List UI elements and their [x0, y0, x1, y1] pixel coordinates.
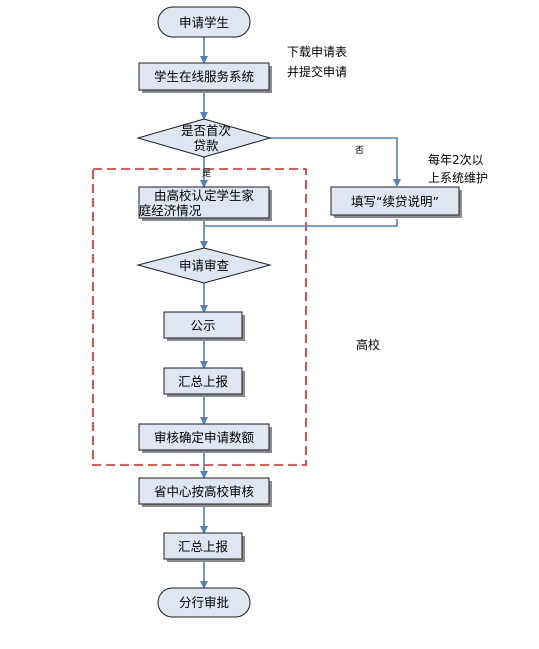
province-center-node: 省中心按高校审核 [138, 477, 272, 507]
confirm-amount-node: 审核确定申请数额 [138, 423, 272, 453]
review-label: 申请审查 [179, 258, 230, 273]
download-note-1: 下载申请表 [287, 45, 347, 59]
no-label: 否 [355, 145, 364, 156]
summary-label-2: 汇总上报 [178, 539, 229, 554]
continue-form-node: 填写“续贷说明” [330, 186, 462, 218]
arrow-no-continue [270, 137, 401, 187]
start-node: 申请学生 [157, 6, 251, 38]
publicity-node: 公示 [163, 311, 245, 341]
end-label: 分行审批 [179, 595, 229, 610]
university-region [92, 168, 307, 466]
first-loan-decision: 是否首次 贷款 [136, 118, 272, 158]
first-loan-label-2: 贷款 [193, 138, 219, 153]
university-note: 高校 [356, 337, 380, 352]
confirm-amount-label: 审核确定申请数额 [154, 430, 255, 445]
continue-form-label: 填写“续贷说明” [351, 194, 439, 209]
publicity-label: 公示 [190, 318, 215, 333]
family-label-1: 由高校认定学生家 [154, 188, 255, 203]
connectors [200, 37, 401, 589]
summary-node-1: 汇总上报 [163, 367, 245, 397]
summary-label-1: 汇总上报 [178, 374, 229, 389]
start-label: 申请学生 [179, 15, 229, 30]
review-decision: 申请审查 [136, 247, 272, 284]
province-center-label: 省中心按高校审核 [154, 484, 255, 499]
family-assessment-node: 由高校认定学生家 庭经济情况 [138, 186, 272, 221]
summary-node-2: 汇总上报 [163, 532, 245, 562]
maintain-note-2: 上系统维护 [428, 171, 488, 185]
end-node: 分行审批 [157, 587, 251, 618]
arrow-continue-merge [204, 219, 398, 227]
maintain-note-1: 每年2次以 [428, 152, 484, 167]
online-system-node: 学生在线服务系统 [138, 62, 272, 93]
download-note-2: 并提交申请 [287, 64, 347, 79]
online-system-label: 学生在线服务系统 [154, 69, 254, 84]
yes-label: 是 [202, 168, 211, 179]
family-label-2: 庭经济情况 [139, 203, 202, 218]
first-loan-label-1: 是否首次 [181, 123, 231, 138]
